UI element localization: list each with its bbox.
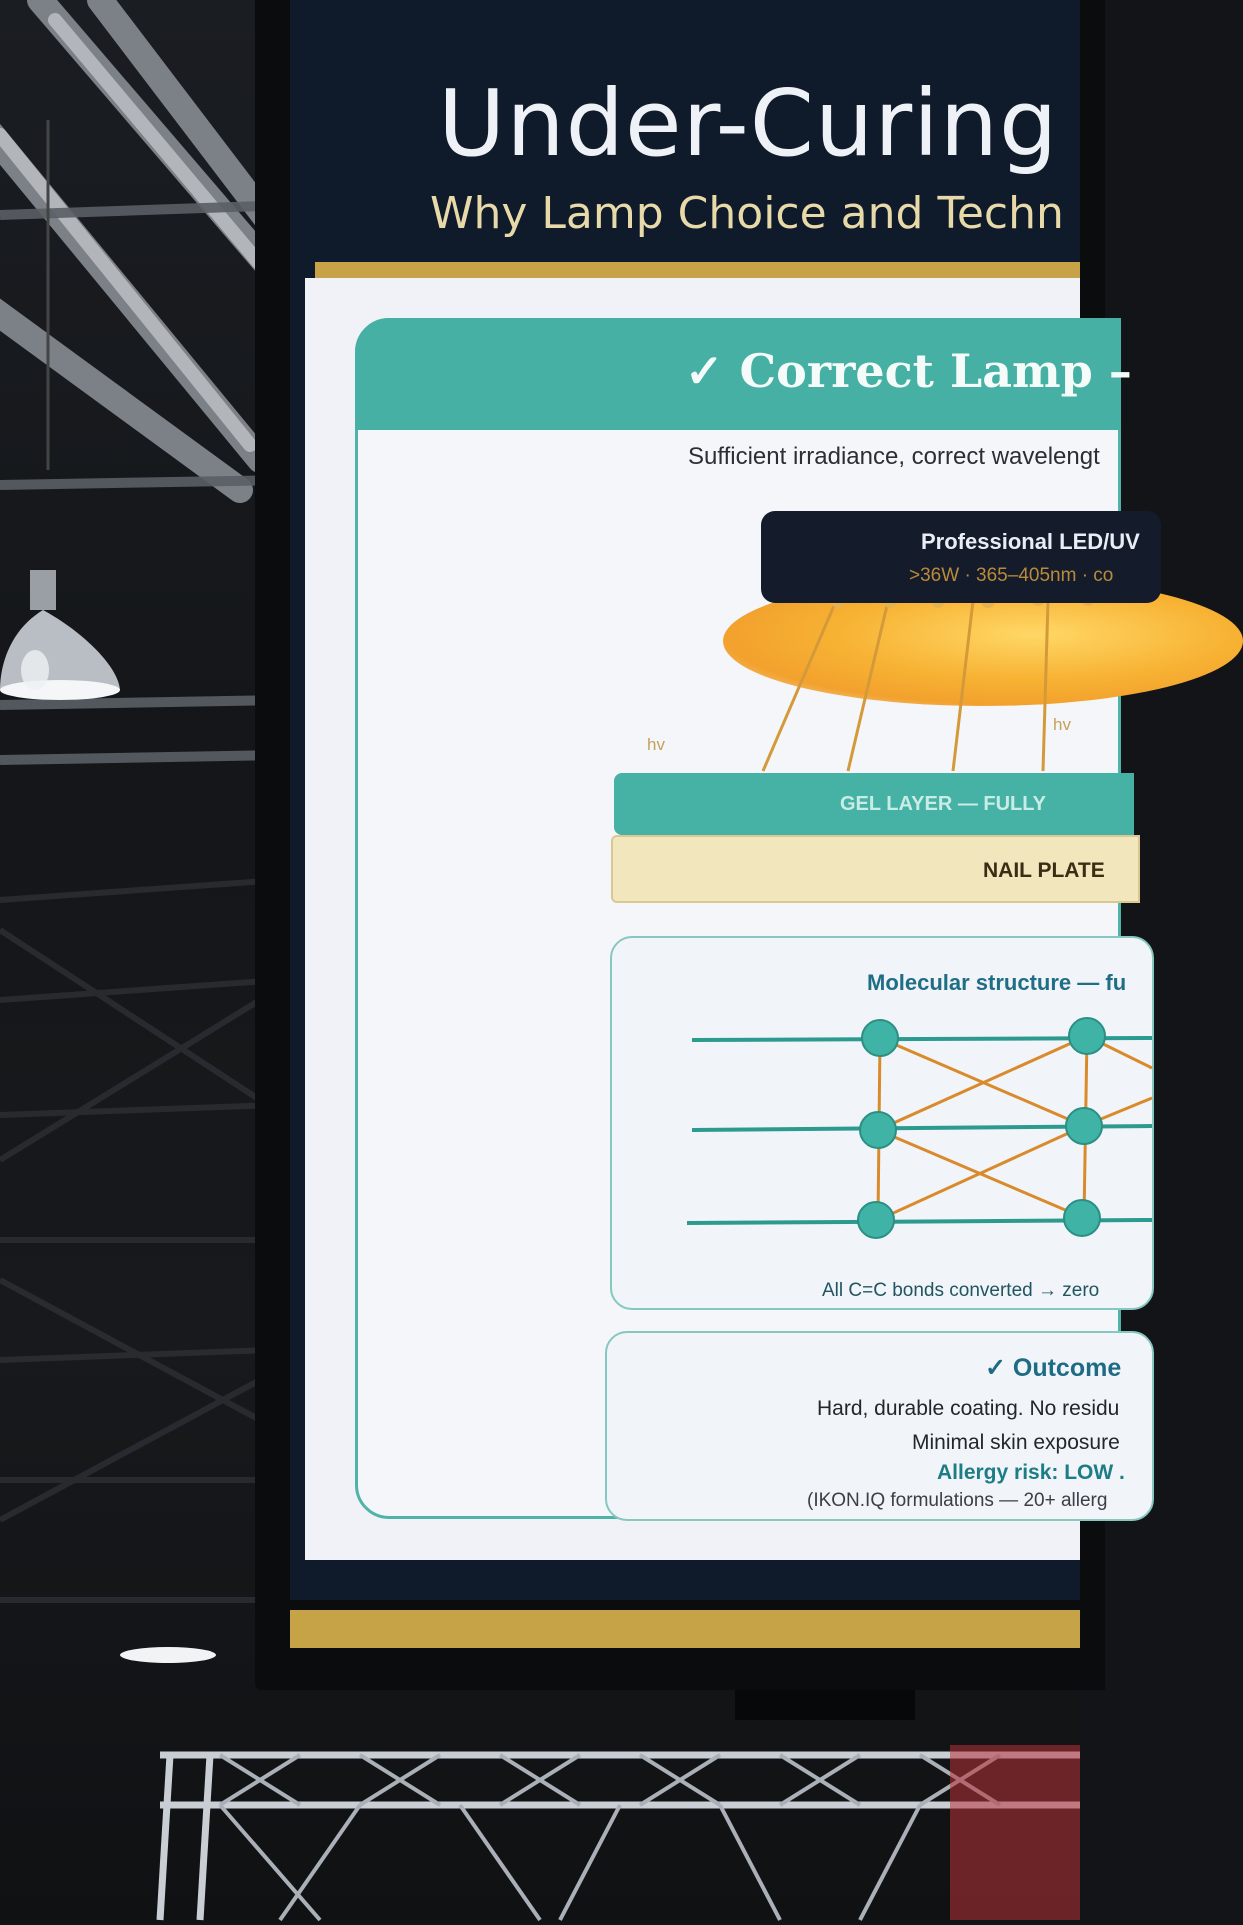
photon-label-right: hv	[1053, 715, 1071, 734]
nail-plate-label: NAIL PLATE	[983, 859, 1105, 882]
gel-layer: GEL LAYER — FULLY	[614, 773, 1134, 835]
molecular-structure-box: Molecular structure — fu	[610, 936, 1154, 1310]
outcome-line-4: (IKON.IQ formulations — 20+ allerg	[807, 1490, 1108, 1511]
ceiling-truss-structure	[0, 0, 293, 1603]
panel-title: ✓ Correct Lamp –	[685, 344, 1132, 398]
molecular-note: All C=C bonds converted → zero	[822, 1280, 1100, 1301]
outcome-box: ✓ Outcome Hard, durable coating. No resi…	[605, 1331, 1154, 1521]
monitor-foot	[735, 1690, 915, 1720]
display-screen: Under-Curing Why Lamp Choice and Techn ✓…	[290, 0, 1243, 1648]
slide-header: Under-Curing Why Lamp Choice and Techn	[290, 0, 1080, 270]
panel-header: ✓ Correct Lamp –	[355, 318, 1132, 430]
stage-truss	[156, 1745, 1080, 1922]
nail-plate: NAIL PLATE	[611, 835, 1140, 903]
slide-body: ✓ Correct Lamp – Sufficient irradiance, …	[305, 278, 1243, 1560]
slide-title: Under-Curing	[438, 70, 1059, 177]
hanging-ceiling-lamp	[0, 570, 120, 700]
gold-divider-bottom	[290, 1610, 1080, 1648]
panel-subtitle: Sufficient irradiance, correct wavelengt	[688, 443, 1100, 470]
slide-subtitle: Why Lamp Choice and Techn	[430, 188, 1064, 239]
lamp-box: Professional LED/UV >36W · 365–405nm · c…	[761, 511, 1161, 603]
molecular-network-diagram	[686, 1017, 1153, 1239]
stage-light	[118, 1645, 218, 1665]
outcome-allergy-risk: Allergy risk: LOW .	[937, 1461, 1125, 1484]
outcome-line-2: Minimal skin exposure	[912, 1431, 1120, 1454]
outcome-title: ✓ Outcome	[985, 1354, 1122, 1382]
lamp-label: Professional LED/UV	[921, 529, 1140, 554]
gold-divider-top	[315, 262, 1080, 278]
outcome-line-1: Hard, durable coating. No residu	[817, 1397, 1120, 1420]
molecular-title: Molecular structure — fu	[867, 970, 1127, 995]
gel-layer-label: GEL LAYER — FULLY	[840, 793, 1046, 815]
lamp-spec: >36W · 365–405nm · co	[909, 565, 1114, 586]
photon-label-left: hv	[647, 735, 665, 754]
correct-lamp-panel: ✓ Correct Lamp – Sufficient irradiance, …	[355, 318, 1243, 1521]
